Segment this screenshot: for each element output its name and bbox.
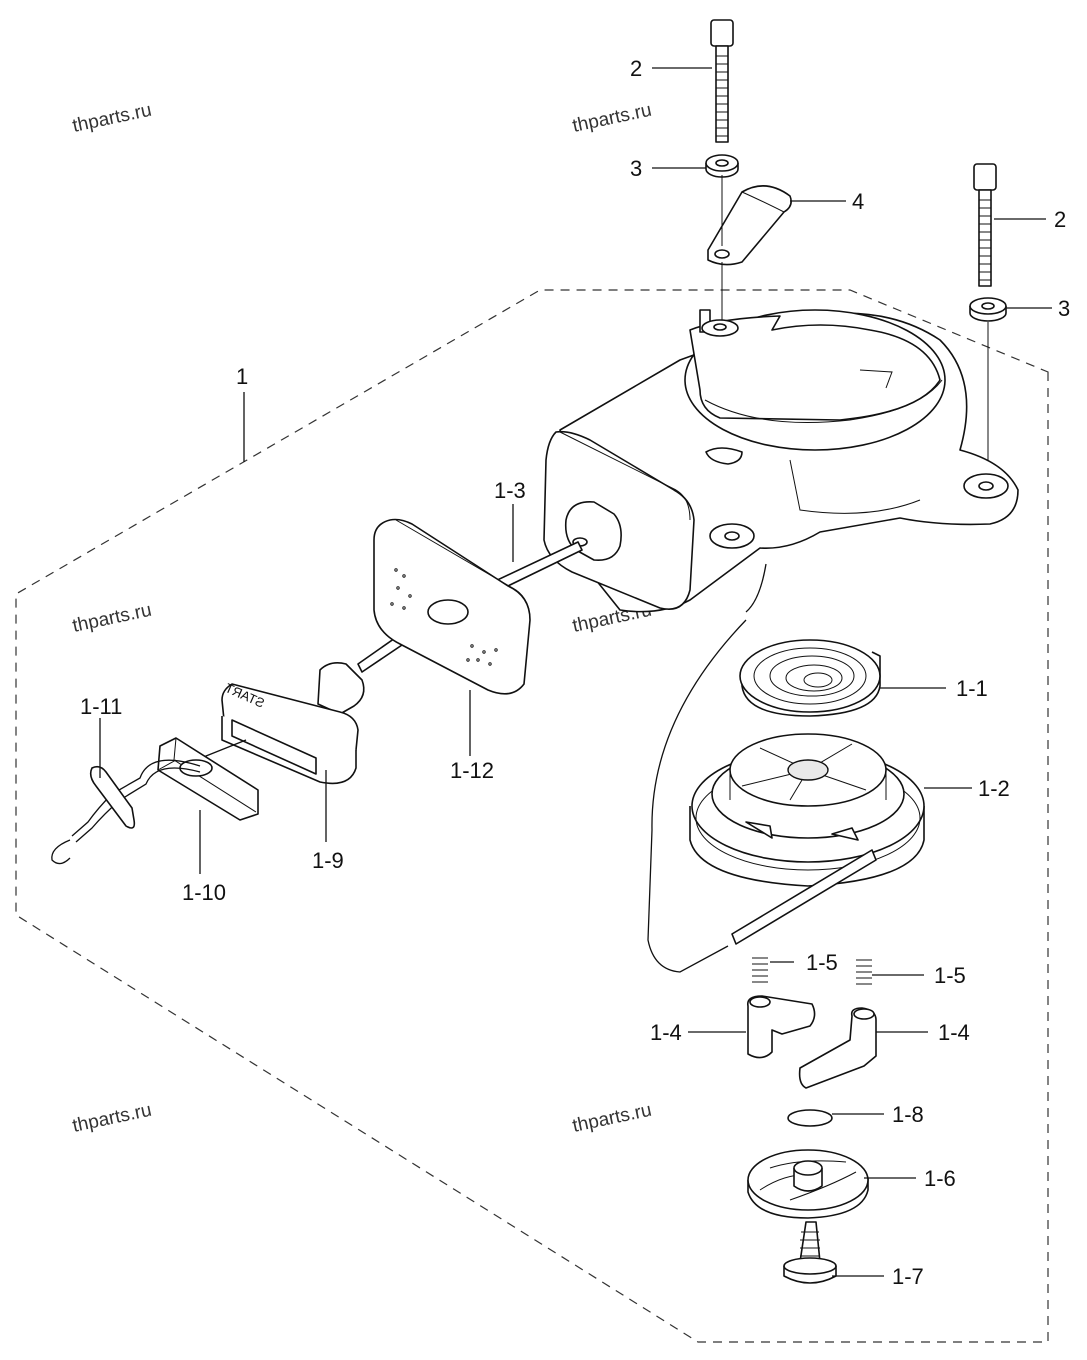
rope-loop	[647, 563, 767, 973]
watermarks: thparts.ru thparts.ru thparts.ru thparts…	[71, 100, 654, 1137]
rope-guide	[157, 737, 259, 821]
callout-label: 2	[630, 56, 642, 81]
watermark: thparts.ru	[71, 600, 154, 637]
callout-label: 1-5	[934, 963, 966, 988]
watermark: thparts.ru	[571, 1100, 654, 1137]
bolt-right	[973, 163, 997, 287]
pawl-spring-right	[856, 959, 872, 985]
callout-label: 1-5	[806, 950, 838, 975]
reel	[689, 733, 925, 887]
ring	[787, 1109, 833, 1127]
callout-label: 1	[236, 364, 248, 389]
callout-label: 1-10	[182, 880, 226, 905]
bracket	[707, 185, 792, 266]
callout-label: 1-6	[924, 1166, 956, 1191]
callout-label: 1-12	[450, 758, 494, 783]
callout-label: 1-3	[494, 478, 526, 503]
clip	[89, 765, 136, 829]
rope-end	[71, 759, 201, 837]
friction-plate	[747, 1149, 869, 1219]
assembly-boundary	[15, 289, 1049, 1343]
callout-label: 3	[1058, 296, 1070, 321]
callout-label: 1-1	[956, 676, 988, 701]
grip: START	[221, 662, 365, 785]
pawl-spring-left	[752, 957, 768, 983]
callout-label: 3	[630, 156, 642, 181]
callout-label: 1-7	[892, 1264, 924, 1289]
callout-label: 1-8	[892, 1102, 924, 1127]
spring	[739, 639, 881, 717]
washer-right	[969, 297, 1007, 322]
cover-texture	[390, 568, 498, 666]
cover-plate	[373, 518, 531, 695]
hook	[51, 839, 71, 865]
callout-label: 1-4	[650, 1020, 682, 1045]
watermark: thparts.ru	[571, 100, 654, 137]
watermark: thparts.ru	[71, 100, 154, 137]
washer-upper	[705, 154, 739, 178]
rope	[731, 849, 877, 945]
callout-label: 1-11	[80, 694, 122, 719]
callout-label: 4	[852, 189, 864, 214]
callout-label: 1-4	[938, 1020, 970, 1045]
bolt-upper	[710, 19, 734, 143]
watermark: thparts.ru	[71, 1100, 154, 1137]
screw	[783, 1221, 837, 1284]
callout-label: 1-2	[978, 776, 1010, 801]
pawl-left	[746, 995, 816, 1059]
pawl-right	[798, 1007, 877, 1089]
callout-labels: 2 3 4 2 3 1 1-3 1-1 1-2 1-12 1-11 1-9 1-…	[80, 56, 1070, 1289]
callout-label: 1-9	[312, 848, 344, 873]
rope-end	[75, 767, 201, 843]
callout-label: 2	[1054, 207, 1066, 232]
leader-lines	[99, 67, 1052, 1277]
